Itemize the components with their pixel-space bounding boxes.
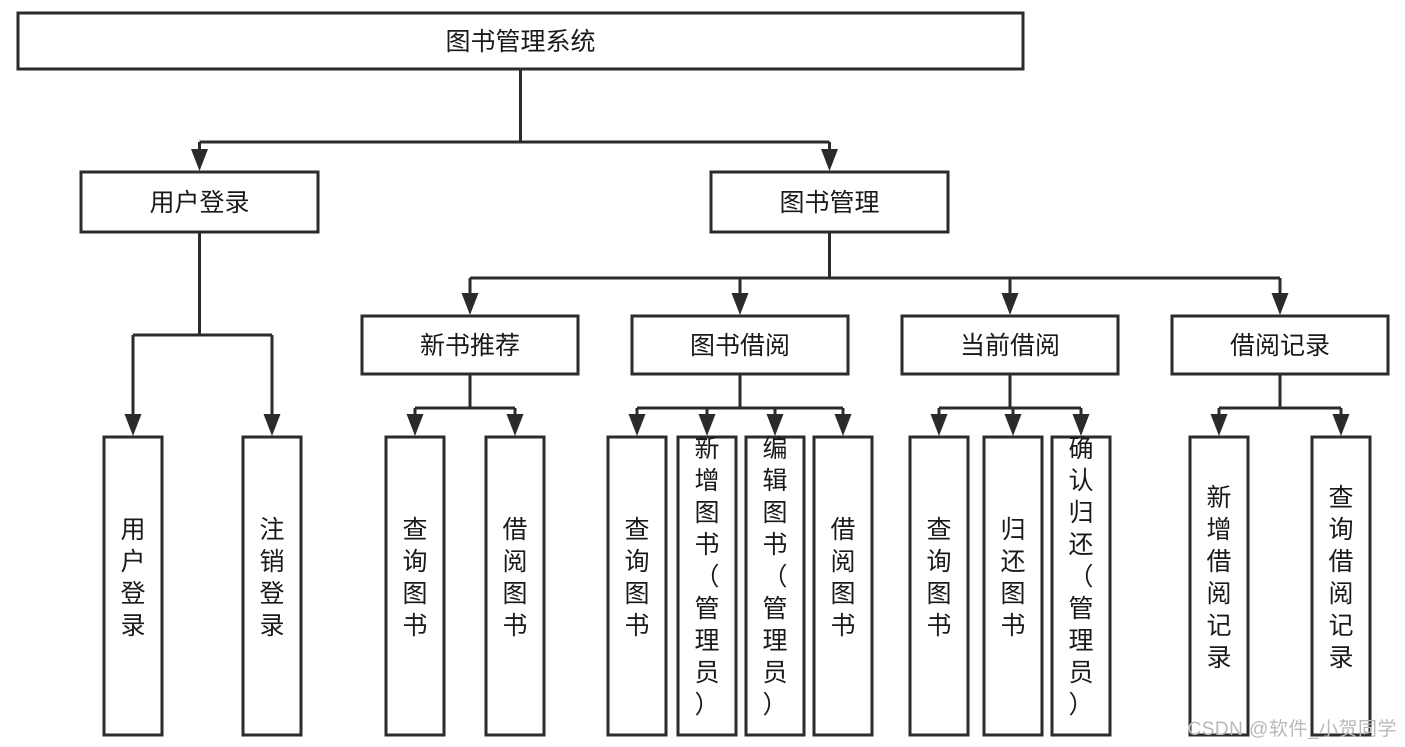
node-label: 确认归还（管理员）	[1068, 435, 1093, 719]
node-label: 借阅图书	[830, 516, 855, 640]
node-leaf-add-record[interactable]: 新增借阅记录	[1188, 435, 1250, 737]
connector-group-borrow	[628, 374, 852, 436]
node-label: 当前借阅	[960, 332, 1060, 360]
node-box	[709, 170, 950, 234]
node-label: 编辑图书（管理员）	[762, 435, 787, 719]
node-box	[900, 314, 1120, 376]
arrow-head-icon	[263, 414, 281, 436]
arrow-head-icon	[1001, 293, 1019, 315]
arrow-head-icon	[1004, 414, 1022, 436]
node-newbook[interactable]: 新书推荐	[360, 314, 580, 376]
node-box	[79, 170, 320, 234]
arrow-head-icon	[834, 414, 852, 436]
node-box	[102, 435, 164, 737]
node-label: 新书推荐	[420, 332, 520, 360]
node-borrow[interactable]: 图书借阅	[630, 314, 850, 376]
node-box	[630, 314, 850, 376]
node-label: 图书借阅	[690, 332, 790, 360]
connector-group-bookmgmt	[461, 232, 1289, 315]
node-current[interactable]: 当前借阅	[900, 314, 1120, 376]
node-leaf-query-book-current[interactable]: 查询图书	[908, 435, 970, 737]
node-label: 查询图书	[624, 516, 649, 640]
connector-group-root	[191, 69, 838, 171]
node-leaf-return-book[interactable]: 归还图书	[982, 435, 1044, 737]
node-label: 用户登录	[149, 189, 249, 217]
arrow-head-icon	[1072, 414, 1090, 436]
node-layer: 图书管理系统用户登录图书管理新书推荐图书借阅当前借阅借阅记录用户登录注销登录查询…	[16, 11, 1390, 737]
arrow-head-icon	[766, 414, 784, 436]
node-label: 查询借阅记录	[1328, 484, 1353, 672]
node-leaf-edit-book[interactable]: 编辑图书（管理员）	[744, 435, 806, 737]
node-label: 借阅图书	[502, 516, 527, 640]
node-leaf-query-book-new[interactable]: 查询图书	[384, 435, 446, 737]
arrow-head-icon	[930, 414, 948, 436]
node-root[interactable]: 图书管理系统	[16, 11, 1025, 71]
node-box	[676, 435, 738, 737]
arrow-head-icon	[731, 293, 749, 315]
node-label: 注销登录	[259, 516, 284, 640]
arrow-head-icon	[461, 293, 479, 315]
arrow-head-icon	[1210, 414, 1228, 436]
node-box	[1050, 435, 1112, 737]
node-box	[812, 435, 874, 737]
node-leaf-user-logout[interactable]: 注销登录	[241, 435, 303, 737]
node-box	[1188, 435, 1250, 737]
node-box	[484, 435, 546, 737]
node-box	[982, 435, 1044, 737]
node-bookmgmt[interactable]: 图书管理	[709, 170, 950, 234]
node-label: 新增图书（管理员）	[694, 435, 719, 719]
arrow-head-icon	[628, 414, 646, 436]
node-box	[908, 435, 970, 737]
node-label: 归还图书	[1000, 516, 1025, 640]
arrow-head-icon	[506, 414, 524, 436]
arrow-head-icon	[821, 149, 838, 171]
node-login[interactable]: 用户登录	[79, 170, 320, 234]
node-box	[241, 435, 303, 737]
node-box	[744, 435, 806, 737]
node-leaf-user-login[interactable]: 用户登录	[102, 435, 164, 737]
node-records[interactable]: 借阅记录	[1170, 314, 1390, 376]
node-box	[16, 11, 1025, 71]
connector-layer	[124, 69, 1350, 436]
arrow-head-icon	[124, 414, 142, 436]
arrow-head-icon	[698, 414, 716, 436]
connector-group-records	[1210, 374, 1350, 436]
node-box	[384, 435, 446, 737]
node-box	[1170, 314, 1390, 376]
node-label: 借阅记录	[1230, 332, 1330, 360]
node-leaf-borrow-book-new[interactable]: 借阅图书	[484, 435, 546, 737]
arrow-head-icon	[1332, 414, 1350, 436]
node-leaf-query-book-borrow[interactable]: 查询图书	[606, 435, 668, 737]
node-box	[360, 314, 580, 376]
node-leaf-add-book[interactable]: 新增图书（管理员）	[676, 435, 738, 737]
arrow-head-icon	[406, 414, 424, 436]
connector-group-newbook	[406, 374, 524, 436]
node-leaf-borrow-book[interactable]: 借阅图书	[812, 435, 874, 737]
node-label: 用户登录	[120, 516, 145, 640]
node-box	[1310, 435, 1372, 737]
arrow-head-icon	[1271, 293, 1289, 315]
connector-group-login	[124, 232, 281, 436]
node-label: 新增借阅记录	[1206, 484, 1231, 672]
node-label: 查询图书	[926, 516, 951, 640]
connector-group-current	[930, 374, 1090, 436]
node-label: 图书管理系统	[445, 28, 595, 56]
node-label: 查询图书	[402, 516, 427, 640]
node-label: 图书管理	[779, 189, 879, 217]
node-leaf-confirm-return[interactable]: 确认归还（管理员）	[1050, 435, 1112, 737]
node-leaf-query-record[interactable]: 查询借阅记录	[1310, 435, 1372, 737]
arrow-head-icon	[191, 149, 208, 171]
node-box	[606, 435, 668, 737]
